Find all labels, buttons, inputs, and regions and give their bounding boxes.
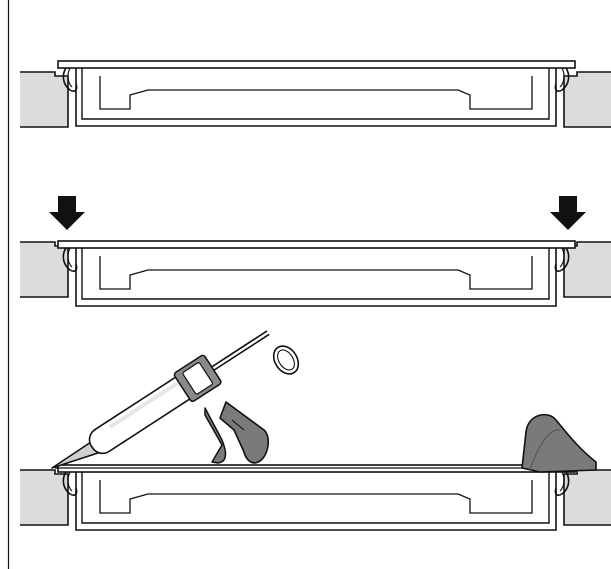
hob-step-2: [57, 240, 576, 307]
caulking-gun-icon: [51, 330, 300, 469]
step-3-panel: [19, 330, 611, 531]
worktop-step-3: [19, 469, 611, 526]
down-arrow-icon: [49, 196, 85, 230]
hob-step-1: [57, 60, 576, 127]
down-arrow-icon: [550, 196, 586, 230]
spatula-icon: [521, 413, 597, 473]
step-2-panel: [19, 196, 611, 307]
hob-step-3: [57, 464, 576, 531]
step-1-panel: [19, 60, 611, 128]
